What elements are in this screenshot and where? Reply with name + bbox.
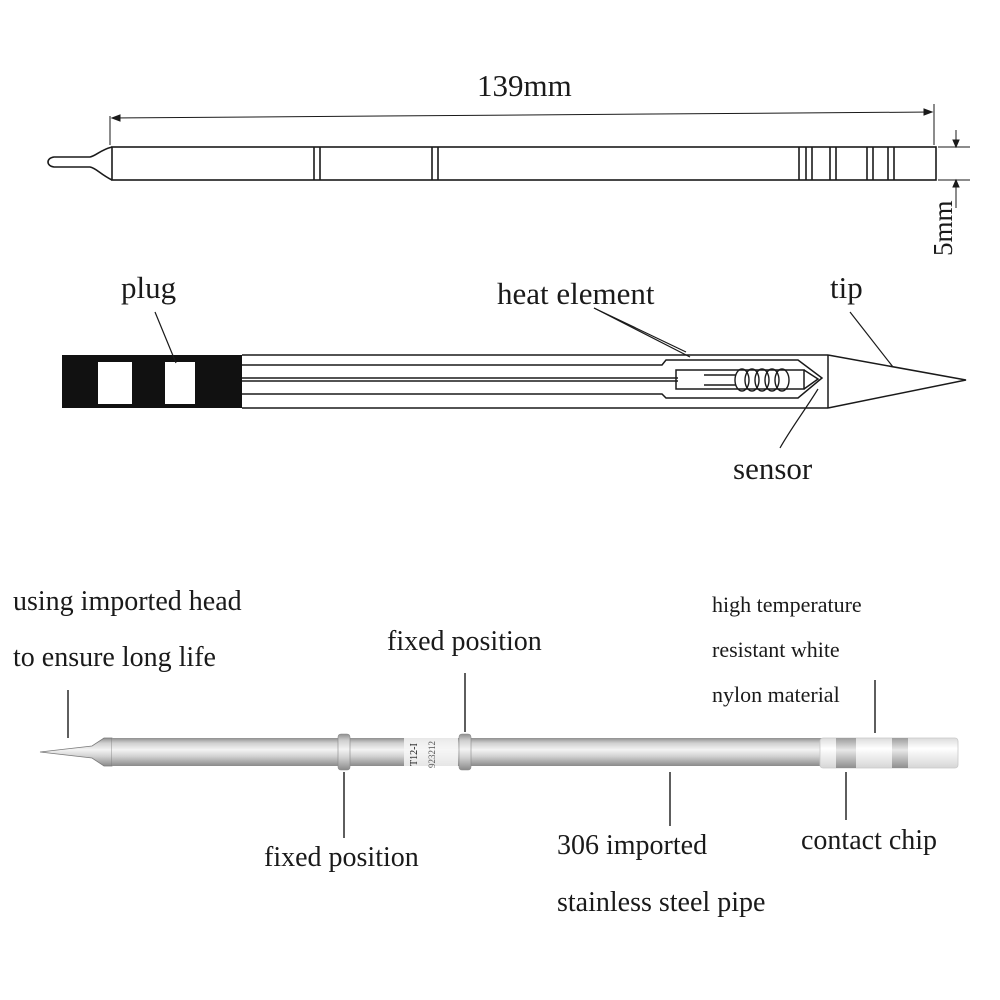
heating-coil bbox=[734, 368, 790, 392]
heat-element-label: heat element bbox=[497, 276, 655, 311]
plug-window-2 bbox=[165, 362, 195, 404]
tip-model-marking: T12-I bbox=[409, 743, 420, 766]
nylon-label-line1: high temperature bbox=[712, 592, 862, 617]
fixed-position-bottom-label: fixed position bbox=[264, 842, 419, 873]
tip-cone bbox=[827, 354, 967, 409]
photo-contact-chip-1 bbox=[836, 738, 856, 768]
diameter-label: 5mm bbox=[928, 200, 958, 256]
tip-label: tip bbox=[830, 270, 863, 305]
plug-leader bbox=[154, 311, 177, 364]
plug-label: plug bbox=[121, 270, 177, 305]
pipe-label-line2: stainless steel pipe bbox=[557, 887, 766, 918]
diameter-dimension bbox=[938, 130, 970, 208]
sensor-leader bbox=[779, 388, 819, 449]
photo-steel-pipe bbox=[112, 738, 832, 766]
photo-marking-label bbox=[404, 738, 458, 766]
photo-ring-2 bbox=[458, 733, 472, 771]
nylon-label-line2: resistant white bbox=[712, 637, 840, 662]
plug-block bbox=[62, 355, 242, 408]
tip-leader bbox=[849, 311, 894, 368]
fixed-position-top-label: fixed position bbox=[387, 626, 542, 657]
pipe-label-line1: 306 imported bbox=[557, 830, 708, 861]
tip-photo bbox=[39, 673, 959, 838]
photo-needle-tip bbox=[39, 737, 113, 767]
photo-contact-chip-2 bbox=[892, 738, 908, 768]
length-dimension bbox=[109, 104, 935, 145]
outline-drawing bbox=[47, 146, 937, 181]
sensor-label: sensor bbox=[733, 451, 813, 486]
structure-drawing bbox=[62, 307, 967, 449]
length-label: 139mm bbox=[477, 68, 572, 103]
nylon-label-line3: nylon material bbox=[712, 682, 840, 707]
plug-window-1 bbox=[98, 362, 132, 404]
head-label-line2: to ensure long life bbox=[13, 642, 216, 673]
tip-code-marking: 923212 bbox=[427, 741, 437, 768]
outline-body bbox=[111, 146, 937, 181]
head-label-line1: using imported head bbox=[13, 586, 242, 617]
contact-chip-label: contact chip bbox=[801, 825, 938, 856]
photo-ring-1 bbox=[337, 733, 351, 771]
